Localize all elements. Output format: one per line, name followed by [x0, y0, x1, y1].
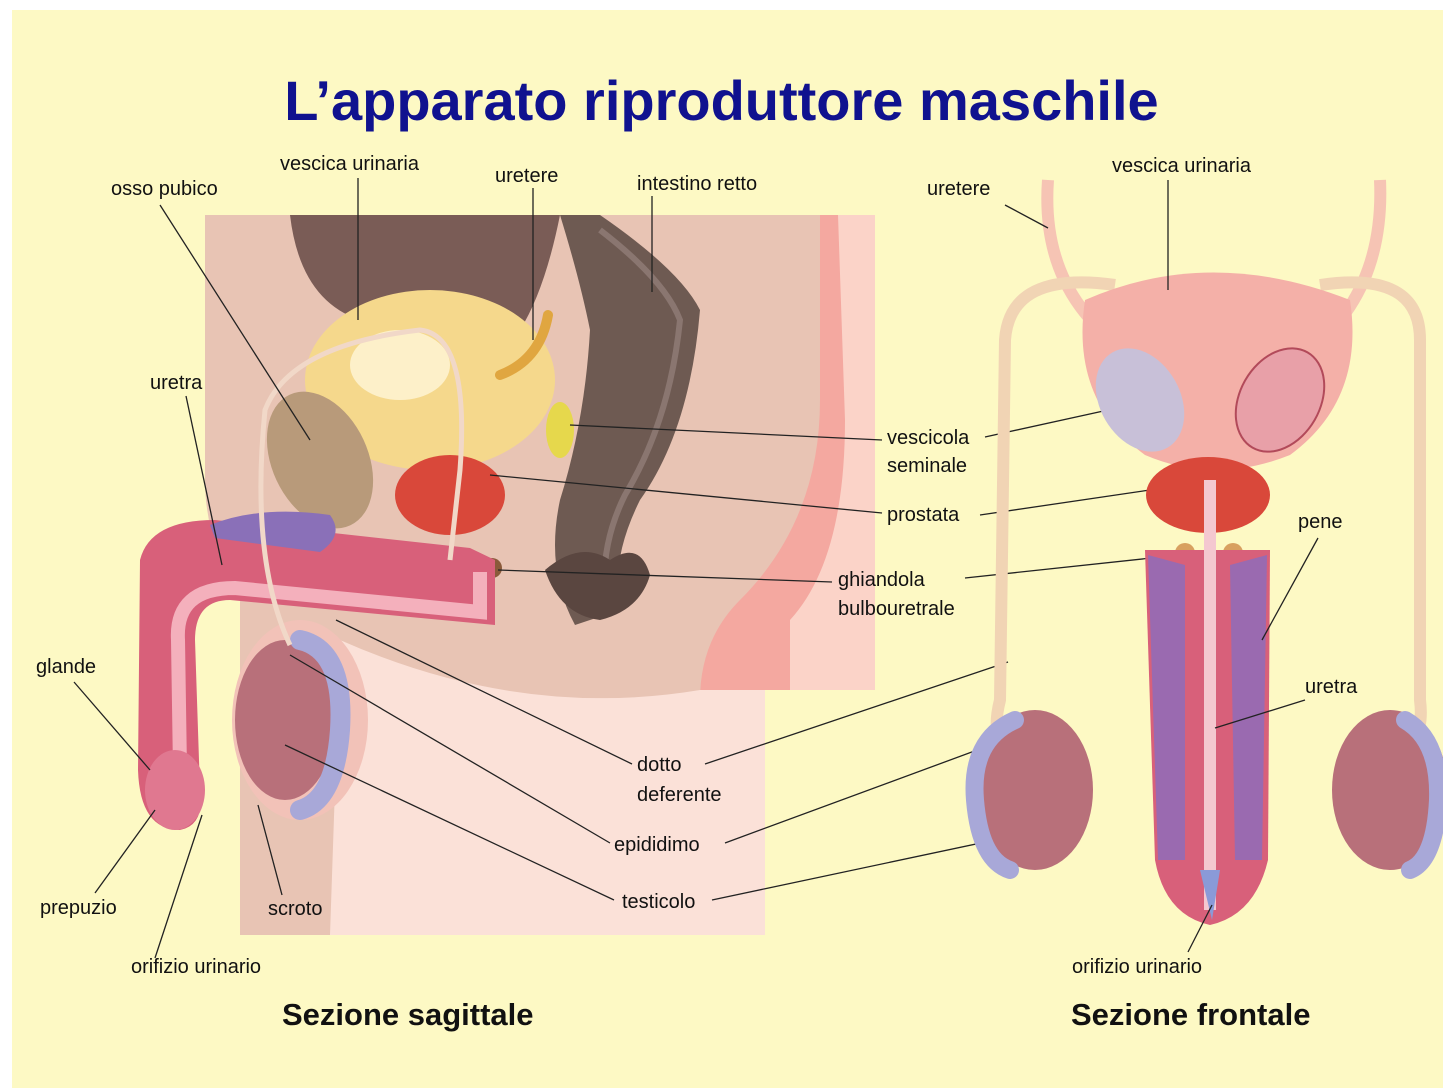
label-testicolo: testicolo [622, 888, 695, 917]
label-glande: glande [36, 653, 96, 682]
label-ghiandola-line1: ghiandola [838, 566, 925, 595]
label-uretere-sagittal: uretere [495, 162, 558, 191]
label-uretra-sagittal: uretra [150, 369, 202, 398]
label-vescicola-line2: seminale [887, 452, 967, 481]
label-pene: pene [1298, 508, 1343, 537]
prostate [395, 455, 505, 535]
label-dotto-line2: deferente [637, 781, 722, 810]
label-uretra-frontal: uretra [1305, 673, 1357, 702]
label-scroto: scroto [268, 895, 322, 924]
label-intestino-retto: intestino retto [637, 170, 757, 199]
page-title: L’apparato riproduttore maschile [0, 68, 1443, 133]
label-epididimo: epididimo [614, 831, 700, 860]
label-prepuzio: prepuzio [40, 894, 117, 923]
label-orifizio-urinario-frontal: orifizio urinario [1072, 953, 1202, 982]
label-dotto-line1: dotto [637, 751, 681, 780]
label-uretere-frontal: uretere [927, 175, 990, 204]
frontal-penis-right-body [1230, 555, 1267, 860]
label-orifizio-urinario-sagittal: orifizio urinario [131, 953, 261, 982]
label-vescica-urinaria-sagittal: vescica urinaria [280, 150, 419, 179]
label-prostata: prostata [887, 501, 959, 530]
label-vescica-urinaria-frontal: vescica urinaria [1112, 152, 1251, 181]
frontal-section [975, 180, 1443, 952]
label-ghiandola-line2: bulbouretrale [838, 595, 955, 624]
caption-sezione-sagittale: Sezione sagittale [282, 997, 534, 1033]
label-vescicola-line1: vescicola [887, 424, 969, 453]
seminal-vesicle [546, 402, 574, 458]
caption-sezione-frontale: Sezione frontale [1071, 997, 1310, 1033]
glans [145, 750, 205, 830]
label-osso-pubico: osso pubico [111, 175, 218, 204]
